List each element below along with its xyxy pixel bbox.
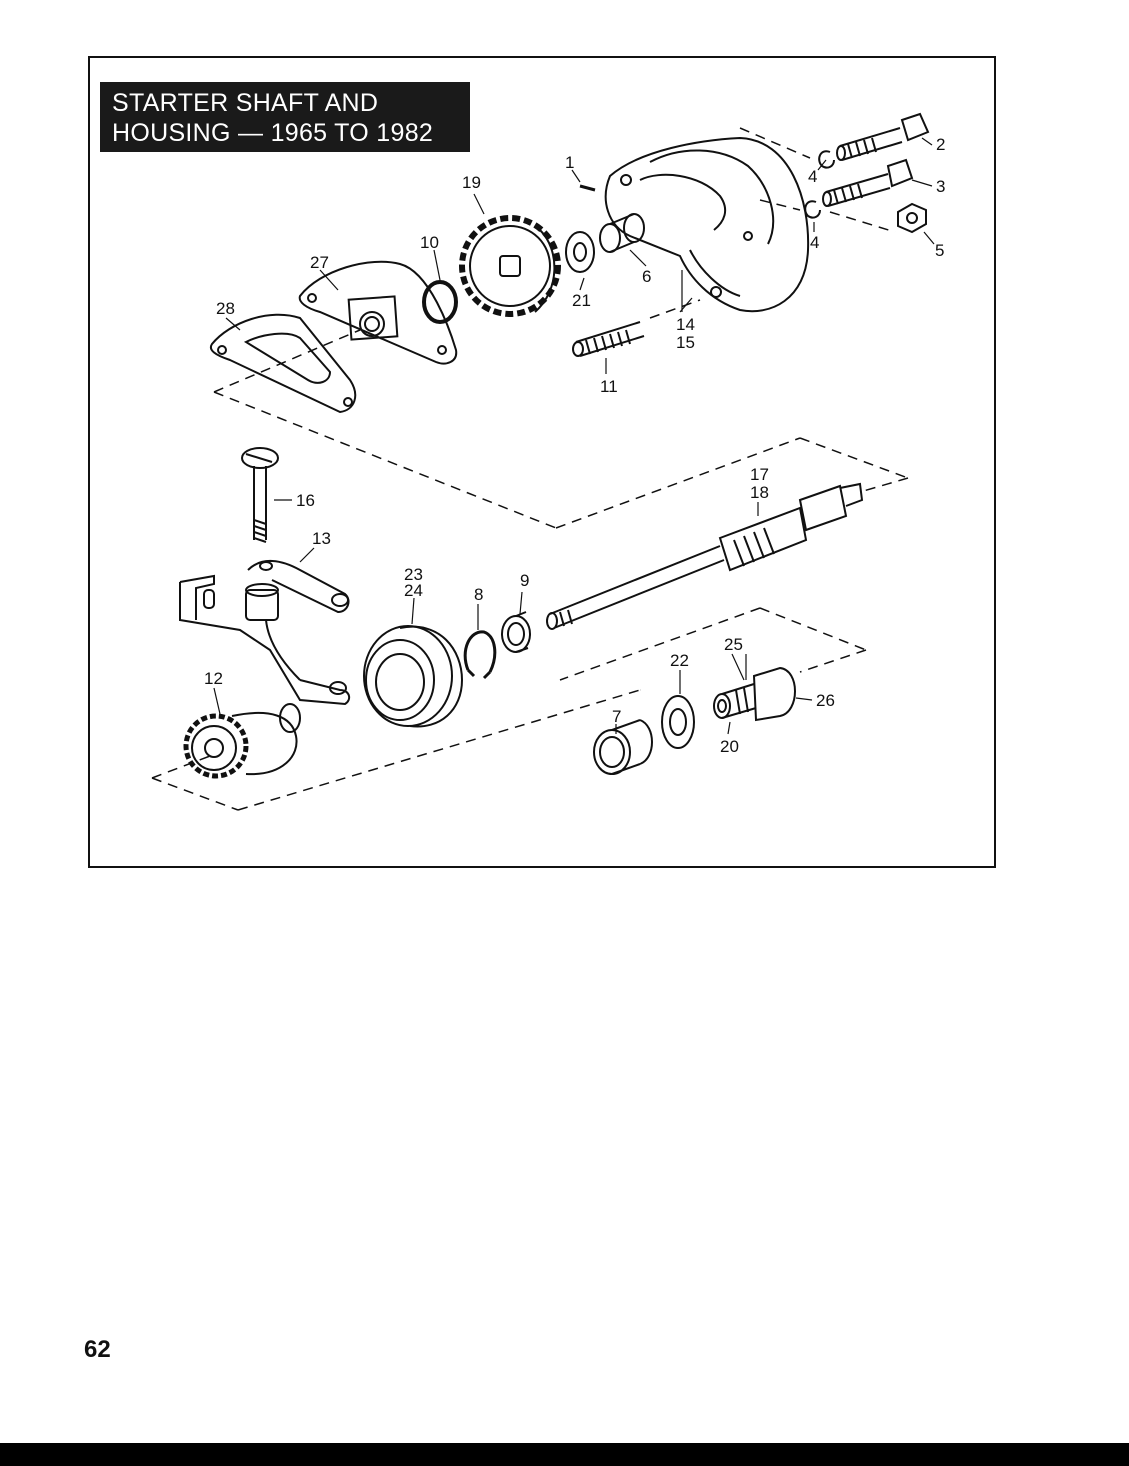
callout-17: 17 [750, 465, 769, 484]
clutch-drum-part-23-24 [363, 625, 464, 728]
callout-19: 19 [462, 173, 481, 192]
callout-2: 2 [936, 135, 945, 154]
starter-shaft-part-17-18 [546, 482, 864, 630]
title-line-2: HOUSING — 1965 TO 1982 [112, 119, 434, 147]
callout-4b: 4 [810, 233, 819, 252]
callout-22: 22 [670, 651, 689, 670]
callout-16: 16 [296, 491, 315, 510]
callout-18: 18 [750, 483, 769, 502]
o-ring-part-10 [422, 280, 458, 324]
callout-21: 21 [572, 291, 591, 310]
bushing-part-9 [501, 611, 531, 653]
callout-9: 9 [520, 571, 529, 590]
callout-10: 10 [420, 233, 439, 252]
leader-lines [213, 137, 935, 735]
washer-part-21 [565, 231, 595, 273]
callout-11: 11 [600, 377, 618, 396]
callout-24: 24 [404, 581, 423, 600]
title-line-1: STARTER SHAFT AND [112, 89, 379, 117]
scan-edge-bar [0, 1443, 1129, 1466]
lock-washer-part-4b [804, 200, 821, 219]
callout-13: 13 [312, 529, 331, 548]
stud-part-11 [572, 321, 645, 357]
assembly-lines [151, 127, 909, 811]
bolt-part-2 [836, 112, 930, 161]
gasket-part-28 [210, 313, 357, 414]
callout-25: 25 [724, 635, 743, 654]
housing-part-14-15 [604, 136, 810, 313]
callout-5: 5 [935, 241, 944, 260]
callout-1: 1 [565, 153, 574, 172]
callout-8: 8 [474, 585, 483, 604]
callout-4a: 4 [808, 167, 817, 186]
bearing-part-7 [593, 719, 653, 775]
callout-23: 23 [404, 565, 423, 584]
callout-20: 20 [720, 737, 739, 756]
shift-lever-part-13 [179, 560, 351, 706]
spindle-part-25-26 [713, 666, 796, 722]
cover-plate-part-27 [298, 260, 458, 365]
callout-7: 7 [612, 707, 621, 726]
pin-part-1 [579, 184, 596, 192]
callout-26: 26 [816, 691, 835, 710]
washer-part-22 [661, 695, 695, 749]
callout-6: 6 [642, 267, 651, 286]
callout-27: 27 [310, 253, 329, 272]
lock-washer-part-4a [818, 150, 835, 169]
callout-28: 28 [216, 299, 235, 318]
screw-part-16 [241, 447, 279, 543]
figure-title: STARTER SHAFT AND HOUSING — 1965 TO 1982 [100, 82, 470, 152]
bolt-part-3 [822, 158, 914, 207]
snap-ring-part-8 [463, 630, 497, 680]
page-number: 62 [84, 1336, 111, 1363]
figure-frame [88, 56, 996, 868]
callout-14: 14 [676, 315, 695, 334]
gear-part-19 [459, 215, 561, 317]
callout-labels: 1 2 3 4 4 5 6 7 8 9 10 11 12 13 14 15 16… [204, 135, 945, 756]
callout-3: 3 [936, 177, 945, 196]
callout-15: 15 [676, 333, 695, 352]
callout-12: 12 [204, 669, 223, 688]
nut-part-5 [897, 202, 927, 234]
bushing-part-6 [599, 213, 645, 253]
starter-pinion-part-12 [183, 703, 301, 779]
